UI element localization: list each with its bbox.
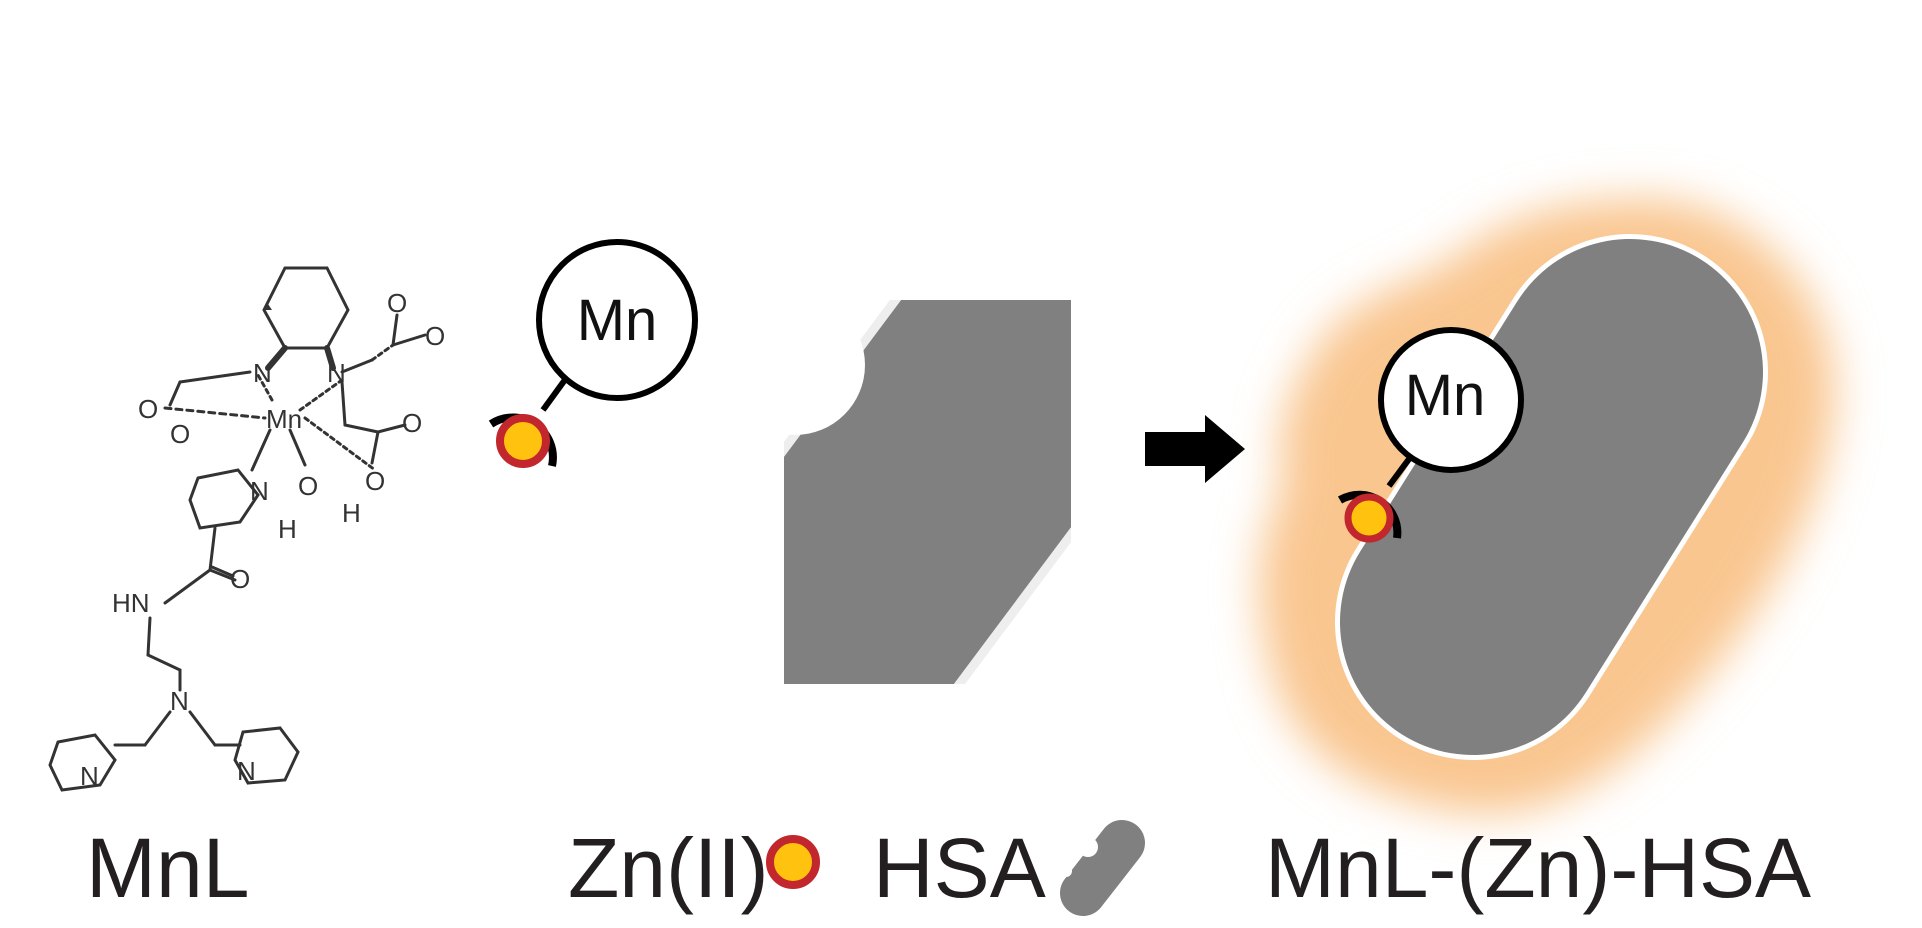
product-caption: MnL-(Zn)-HSA: [1265, 821, 1811, 915]
atom-label: O: [402, 408, 422, 438]
mnl-zn-hsa-complex: Mn: [1259, 199, 1835, 814]
mn-label: Mn: [1405, 363, 1486, 428]
mnl-caption: MnL: [86, 821, 249, 915]
zinc-ion-icon: [1344, 493, 1394, 543]
mn-probe: Mn: [488, 239, 698, 468]
mn-label: Mn: [577, 288, 658, 353]
atom-label: N: [250, 476, 269, 506]
atom-label: N: [80, 761, 99, 791]
zinc-ion-icon: [766, 835, 820, 889]
atom-label: HN: [112, 588, 150, 618]
hsa-protein-large: [663, 187, 1192, 797]
atom-label: N: [237, 756, 256, 786]
atom-label: O: [298, 471, 318, 501]
atom-label: N: [253, 358, 272, 388]
atom-label: O: [365, 466, 385, 496]
reaction-arrow-icon: [1145, 415, 1245, 483]
atom-label: N: [327, 358, 346, 388]
atom-label: N: [170, 686, 189, 716]
atom-label: O: [230, 564, 250, 594]
hsa-legend-label: HSA: [873, 821, 1046, 915]
atom-label: O: [425, 321, 445, 351]
atom-label: H: [278, 514, 297, 544]
zn-legend-label: Zn(II): [568, 821, 769, 915]
zinc-ion-icon: [496, 414, 550, 468]
atom-label: H: [342, 498, 361, 528]
atom-label: Mn: [266, 404, 302, 434]
hsa-protein-icon: [1060, 820, 1145, 916]
atom-label: O: [170, 419, 190, 449]
atom-label: O: [138, 394, 158, 424]
mnl-molecule-structure: N N Mn O O O O O O N O H H O HN N N N: [48, 266, 445, 792]
mn-circle: [536, 239, 698, 401]
atom-label: O: [387, 288, 407, 318]
mn-circle: [1378, 327, 1524, 473]
